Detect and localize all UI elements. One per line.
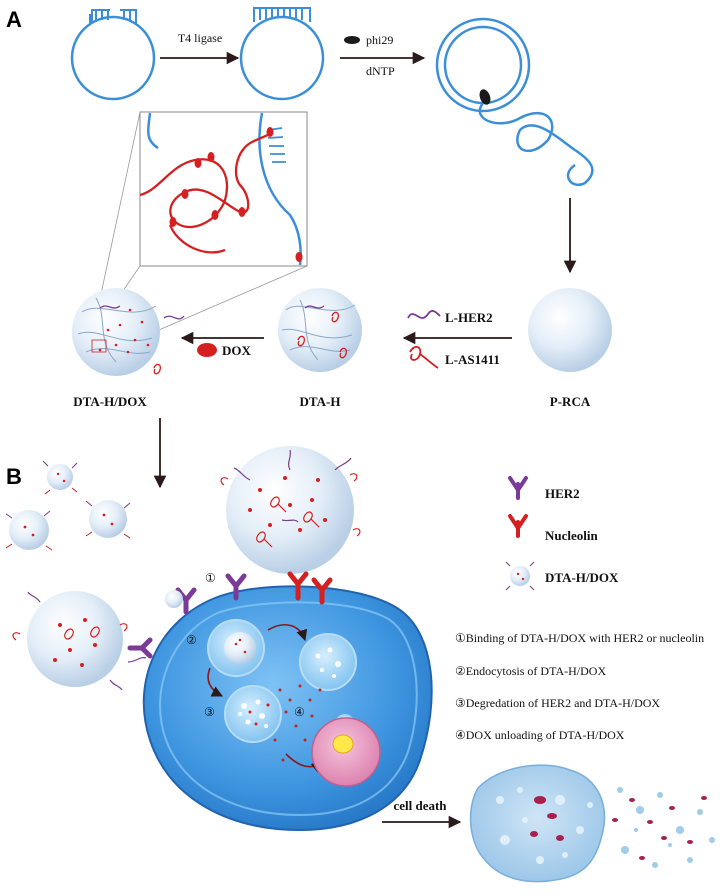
panel-b-label: B: [6, 464, 22, 489]
dox-label: DOX: [222, 343, 252, 358]
note-3: ③Degredation of HER2 and DTA-H/DOX: [455, 696, 660, 710]
nanogel-left: [12, 591, 147, 691]
cell-debris: [612, 787, 715, 868]
legend-nucleolin: Nucleolin: [545, 528, 598, 543]
stage-marker-3: ③: [204, 705, 215, 719]
nanogel-large: [220, 446, 361, 574]
panel-a-label: A: [6, 7, 22, 32]
stage-marker-1: ①: [205, 571, 216, 585]
ligated-template: [239, 7, 325, 101]
her2-receptor: [127, 573, 247, 659]
polymerase-label: phi29: [366, 33, 393, 47]
nucleolin-legend-icon: [508, 514, 528, 538]
stage-marker-4: ④: [294, 705, 305, 719]
l-as1411-icon: [409, 346, 439, 369]
stage-marker-2: ②: [186, 633, 197, 647]
note-2: ②Endocytosis of DTA-H/DOX: [455, 664, 606, 678]
cancer-cell: [142, 585, 433, 832]
note-1: ①Binding of DTA-H/DOX with HER2 or nucle…: [455, 631, 704, 645]
p-rca-label: P-RCA: [550, 394, 591, 409]
dox-molecule-icon: [197, 343, 217, 357]
l-her2-label: L-HER2: [445, 310, 493, 325]
p-rca-sphere: [528, 288, 612, 372]
rca-product-strand: [435, 17, 594, 186]
nanogel-legend-icon: [505, 561, 535, 591]
nanogel-cluster: [5, 460, 131, 551]
bound-nanogel: [165, 590, 183, 608]
note-4: ④DOX unloading of DTA-H/DOX: [455, 728, 625, 742]
legend-nanogel: DTA-H/DOX: [545, 570, 619, 585]
dntp-label: dNTP: [366, 64, 395, 78]
circular-template: [70, 9, 156, 101]
polymerase-icon: [344, 36, 360, 44]
l-as1411-label: L-AS1411: [445, 352, 500, 367]
dta-h-dox-sphere: [72, 288, 185, 376]
degradation-vesicle: [299, 633, 357, 691]
her2-legend-icon: [508, 476, 528, 500]
nucleolin-receptor: [287, 571, 333, 605]
endosome: [207, 619, 265, 677]
lysosome: [224, 685, 282, 743]
ligase-label: T4 ligase: [178, 31, 222, 45]
dta-h-dox-label: DTA-H/DOX: [73, 394, 147, 409]
cell-death-label: cell death: [393, 798, 447, 813]
dta-h-label: DTA-H: [300, 394, 341, 409]
nucleus: [311, 717, 381, 787]
l-her2-icon: [407, 310, 441, 319]
dta-h-sphere: [278, 288, 362, 372]
dead-cell: [469, 764, 606, 883]
legend-her2: HER2: [545, 486, 580, 501]
